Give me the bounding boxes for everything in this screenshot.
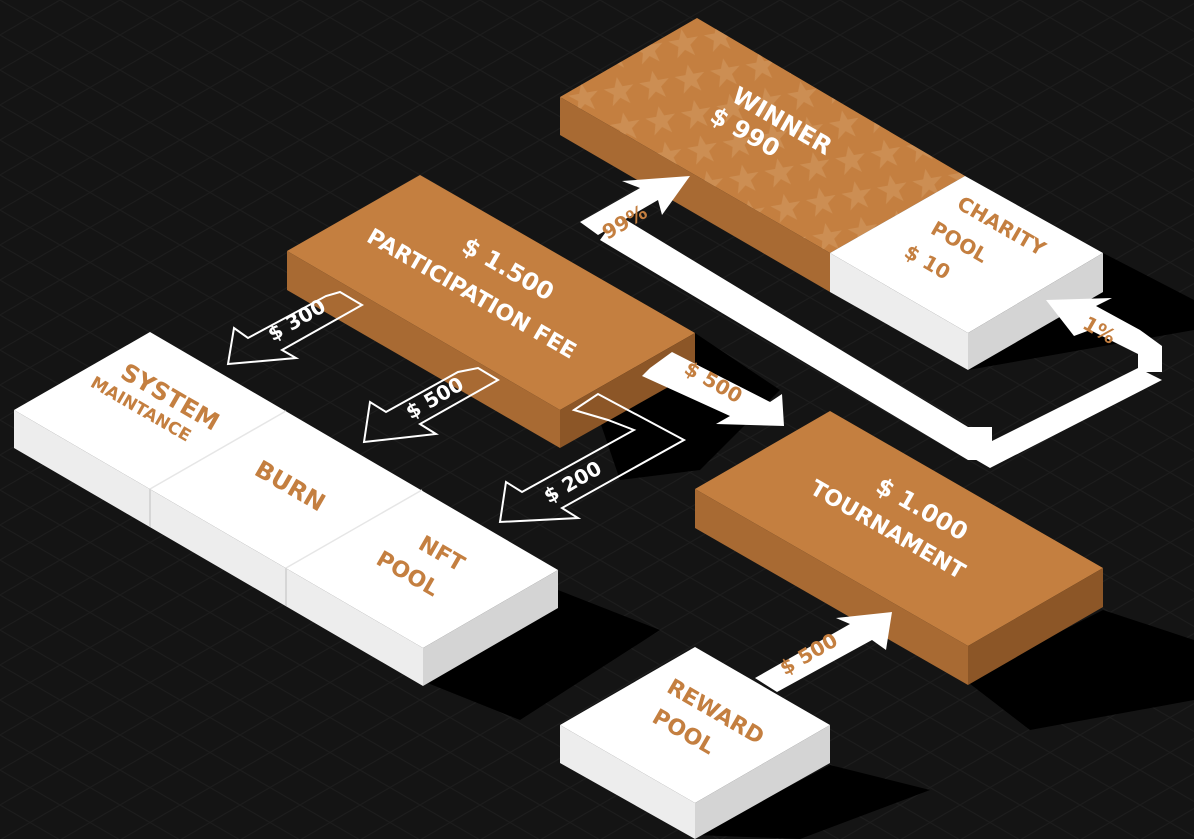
loop-bottom-bar: [966, 368, 1162, 468]
charity-pool-block: CHARITY POOL $ 10: [830, 176, 1103, 370]
divider-1-top: [149, 410, 287, 490]
distribution-blocks: SYSTEM MAINTANCE BURN NFT POOL: [14, 332, 558, 686]
arrow-reward-to-tournament: [755, 612, 892, 692]
reward-shadow: [695, 765, 930, 839]
arrow-to-system: [226, 290, 365, 366]
tournament-shadow: [965, 610, 1194, 730]
tournament-top: [695, 411, 1103, 646]
divider-2-top: [285, 489, 423, 569]
reward-side-left: [560, 725, 695, 839]
distribution-side-left: [14, 410, 423, 686]
return-loop-bar: [600, 215, 992, 460]
charity-side-left: [830, 253, 968, 370]
winner-block: WINNER $ 990: [560, 18, 965, 292]
arrow-to-nft: [498, 392, 687, 524]
arrow-to-charity: [1046, 298, 1162, 372]
reward-pool-block: REWARD POOL: [560, 647, 830, 839]
arrow-to-burn: [362, 366, 500, 444]
loop-arrows: 99% 1%: [580, 176, 1162, 468]
participation-top: [287, 175, 695, 410]
arrow-to-winner: [580, 176, 690, 235]
winner-side-left: [560, 97, 830, 292]
charity-side-right: [968, 253, 1103, 370]
reward-side-right: [695, 725, 830, 839]
arrow-to-tournament: [642, 352, 784, 426]
tournament-side-right: [968, 568, 1103, 685]
nft-shadow: [420, 590, 660, 720]
tournament-side-left: [695, 489, 968, 685]
distribution-top: [14, 332, 558, 648]
tournament-block: $ 1.000 TOURNAMENT: [695, 411, 1103, 685]
charity-top: [830, 176, 1103, 333]
winner-star-pattern: [560, 18, 965, 253]
distribution-side-right: [423, 570, 558, 686]
